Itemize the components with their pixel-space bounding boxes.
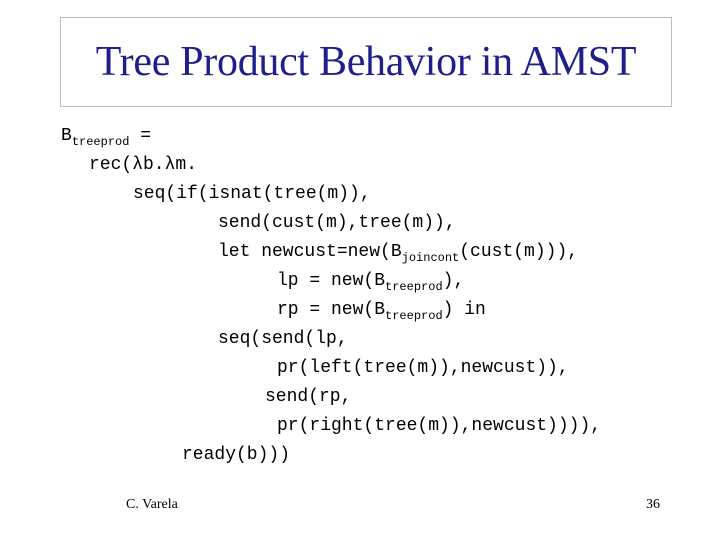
- page-number: 36: [646, 497, 660, 512]
- code-line: pr(left(tree(m)),newcust)),: [277, 358, 569, 378]
- code-text: ),: [442, 271, 465, 291]
- slide-title: Tree Product Behavior in AMST: [95, 39, 637, 85]
- code-text: (cust(m))),: [459, 242, 579, 262]
- code-line: seq(if(isnat(tree(m)),: [133, 184, 371, 204]
- code-line: rec(λb.λm.: [89, 155, 198, 175]
- title-box: Tree Product Behavior in AMST: [60, 17, 672, 107]
- code-line: Btreeprod =: [61, 126, 152, 149]
- code-line: pr(right(tree(m)),newcust)))),: [277, 416, 602, 436]
- code-line: seq(send(lp,: [218, 329, 348, 349]
- footer-author: C. Varela: [126, 497, 178, 512]
- code-subscript: treeprod: [385, 280, 443, 294]
- code-subscript: treeprod: [385, 309, 443, 323]
- code-line: let newcust=new(Bjoincont(cust(m))),: [218, 242, 579, 265]
- code-text: =: [129, 126, 152, 146]
- code-subscript: joincont: [401, 251, 460, 265]
- code-line: rp = new(Btreeprod) in: [277, 300, 486, 323]
- code-line: lp = new(Btreeprod),: [277, 271, 465, 294]
- code-text: lp = new(B: [277, 271, 386, 291]
- code-line: ready(b))): [182, 445, 291, 465]
- code-text: ) in: [442, 300, 486, 320]
- code-line: send(rp,: [265, 387, 352, 407]
- code-text: let newcust=new(B: [218, 242, 402, 262]
- code-text: B: [61, 126, 72, 146]
- code-text: rp = new(B: [277, 300, 386, 320]
- code-subscript: treeprod: [71, 135, 130, 149]
- code-line: send(cust(m),tree(m)),: [218, 213, 456, 233]
